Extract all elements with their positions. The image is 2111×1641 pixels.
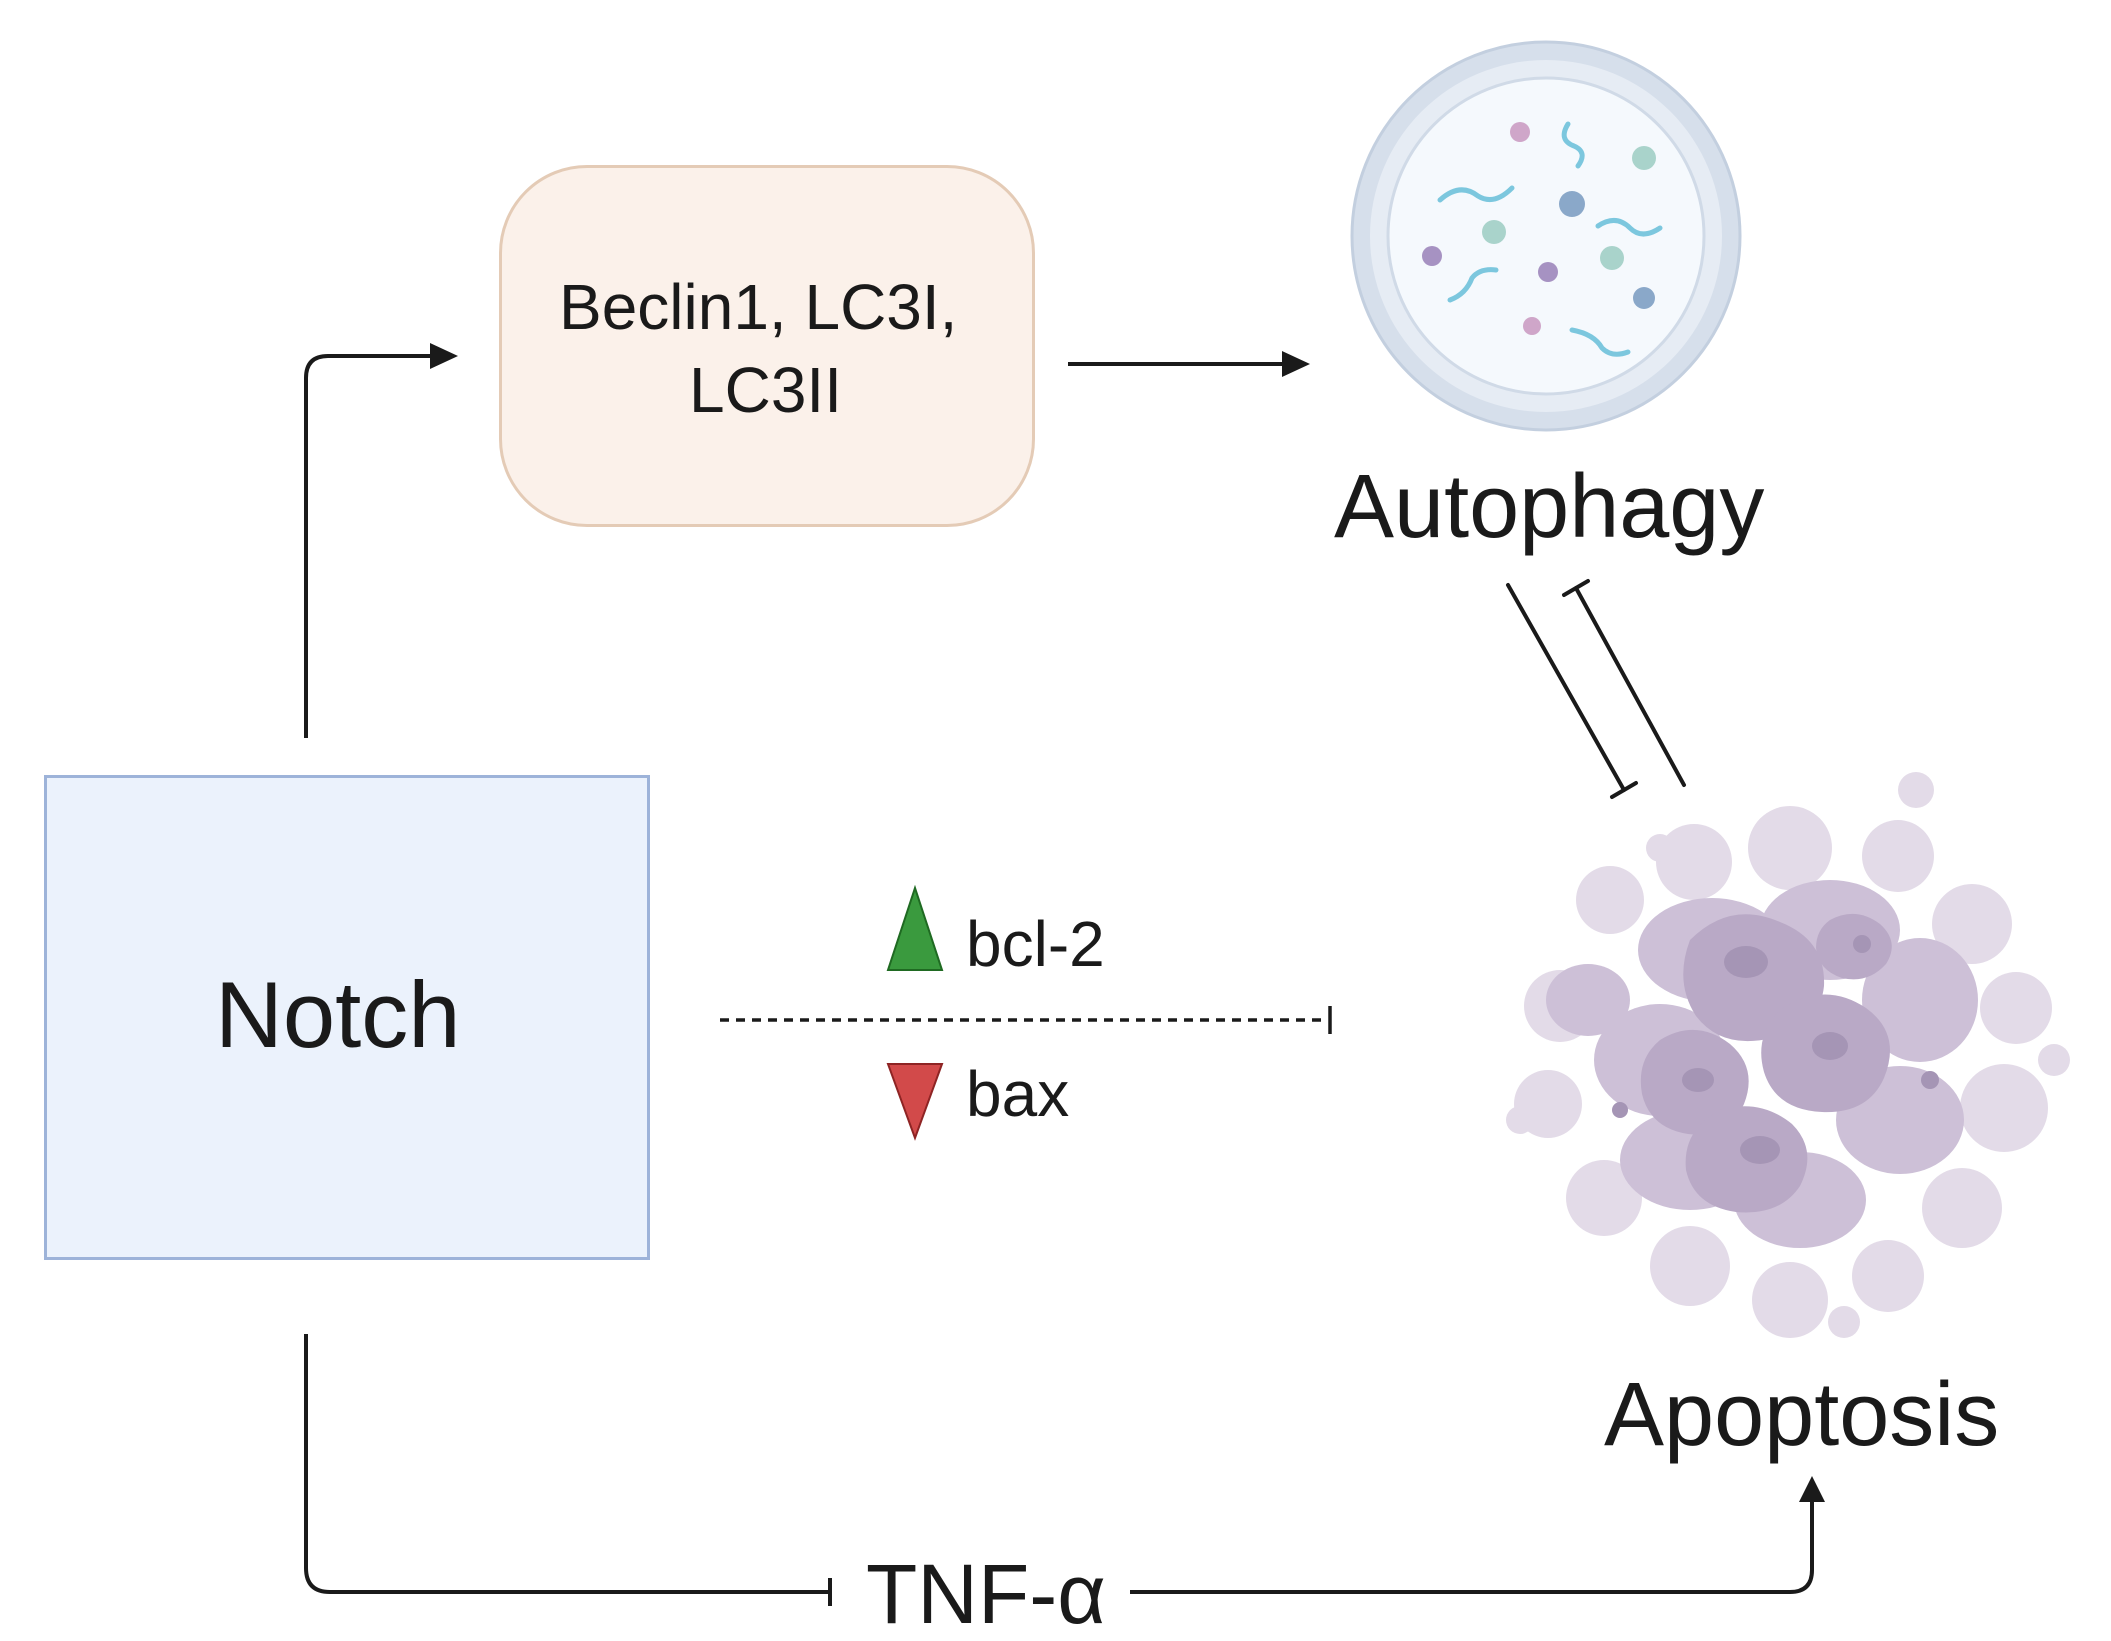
notch-to-markers-arrowhead [430,343,458,369]
bcl2-up-triangle-icon [886,884,944,971]
apoptosis-label: Apoptosis [1604,1365,2000,1465]
apoptotic-cell-cluster-icon [1506,772,2070,1338]
bax-down-triangle-icon [886,1063,944,1141]
notch-box [44,775,650,1260]
notch-to-tnf-line [304,1334,828,1594]
markers-label-line2: LC3II [689,354,842,426]
tnf-to-apoptosis-arrowhead [1799,1476,1825,1502]
petri-dish-icon [1350,40,1742,432]
bcl2-label: bcl-2 [966,908,1105,980]
autophagy-markers-box [499,165,1035,527]
tnf-to-apoptosis-arrow [1130,1500,1814,1594]
bax-label: bax [966,1058,1070,1130]
markers-to-autophagy-arrowhead [1282,351,1310,377]
notch-to-markers-arrow [304,354,430,738]
autophagy-label: Autophagy [1334,457,1765,557]
notch-label: Notch [215,962,461,1067]
dish-particles [1422,122,1656,335]
autophagy-apoptosis-mutual-inhibition [1506,579,1686,799]
tnf-alpha-label: TNF-α [866,1547,1106,1641]
markers-label-line1: Beclin1, LC3I, [559,271,958,343]
